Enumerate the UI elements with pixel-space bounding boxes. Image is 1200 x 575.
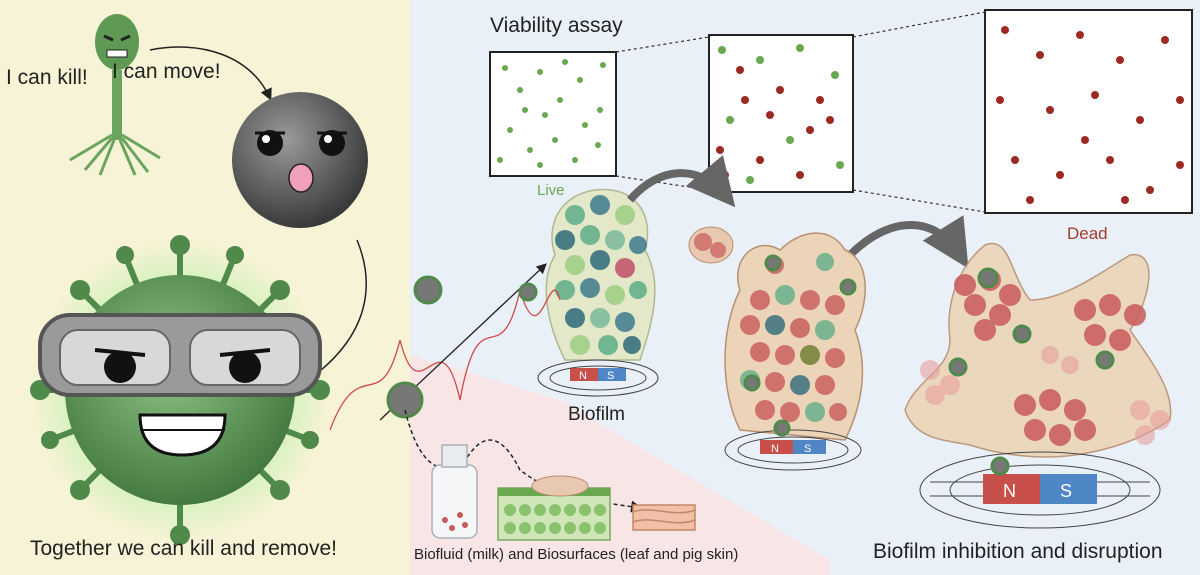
live-label: Live	[537, 182, 565, 199]
biofilm-disrupted: N S	[904, 242, 1172, 529]
leaf-icon	[497, 475, 611, 541]
arrow-biofilm-1-to-2	[626, 155, 736, 208]
microrobot-caption: I can move!	[112, 60, 221, 83]
microrobot-icon	[232, 92, 368, 228]
live-square	[489, 51, 617, 177]
mixed-square	[708, 34, 854, 193]
viability-assay	[489, 9, 1193, 214]
magnet-south-label: S	[607, 370, 614, 382]
biofluid-caption: Biofluid (milk) and Biosurfaces (leaf an…	[414, 546, 739, 563]
magnet-north-label: N	[579, 370, 587, 382]
milk-bottle-icon	[431, 444, 478, 539]
magnet-south-label: S	[1060, 481, 1072, 501]
helical-path	[329, 289, 561, 431]
phage-icon	[69, 14, 161, 176]
dead-label: Dead	[1067, 224, 1108, 243]
magnet-north-label: N	[1003, 481, 1016, 501]
magnet-north-label: N	[771, 443, 779, 455]
dead-square	[984, 9, 1193, 214]
phage-caption: I can kill!	[6, 66, 88, 89]
together-caption: Together we can kill and remove!	[30, 537, 337, 560]
disruption-caption: Biofilm inhibition and disruption	[873, 540, 1163, 563]
virus-goggles-icon	[30, 235, 330, 545]
arrow-phage-to-robot	[149, 46, 272, 101]
magnet-south-label: S	[804, 443, 811, 455]
viability-title: Viability assay	[490, 14, 623, 37]
biofilm-label: Biofilm	[568, 404, 626, 425]
arrow-biofilm-2-to-3	[847, 215, 969, 269]
pig-skin-icon	[632, 504, 696, 531]
biofilm-intact: N S	[537, 188, 659, 397]
robot-phage-complex-icon	[386, 254, 1115, 476]
